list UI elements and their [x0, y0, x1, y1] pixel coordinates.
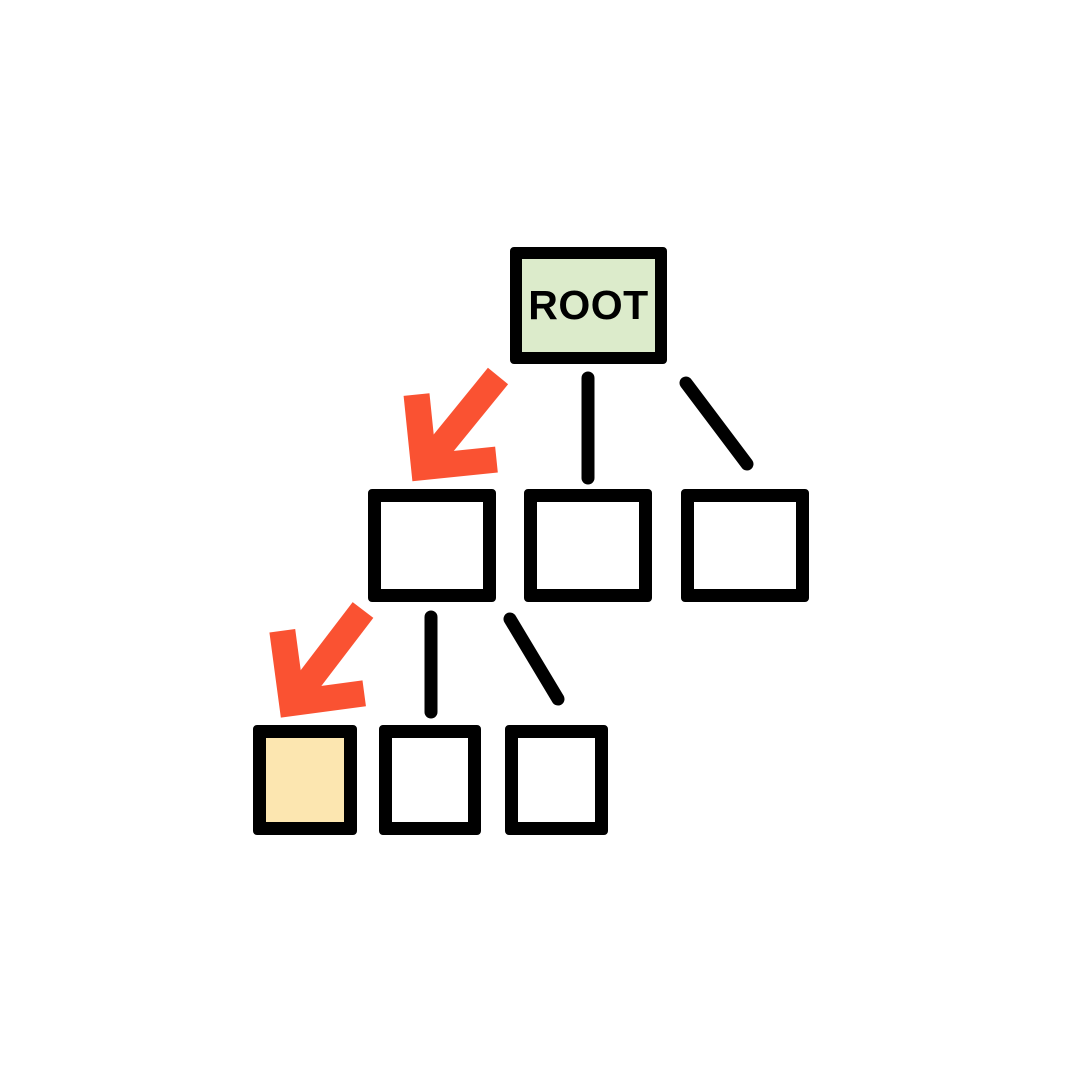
traversal-arrows — [269, 367, 509, 718]
arrow-shaft — [424, 367, 509, 463]
tree-node-root-label: ROOT — [528, 282, 649, 328]
arrow-head — [403, 393, 498, 482]
tree-node-n2[interactable] — [524, 489, 652, 602]
tree-node-n1[interactable] — [368, 489, 496, 602]
tree-node-n3[interactable] — [681, 489, 809, 602]
connector-line — [503, 612, 565, 706]
connector-line — [679, 376, 754, 471]
arrow-shaft — [291, 602, 374, 698]
tree-node-root[interactable]: ROOT — [510, 247, 667, 364]
tree-node-n4[interactable] — [253, 725, 357, 835]
tree-node-n5[interactable] — [379, 725, 481, 835]
tree-node-n6[interactable] — [505, 725, 608, 835]
arrow-head — [269, 629, 366, 718]
connector-edges — [424, 371, 754, 719]
arrow-root-to-n1-icon — [403, 367, 509, 482]
arrow-n1-to-n4-icon — [269, 602, 374, 718]
